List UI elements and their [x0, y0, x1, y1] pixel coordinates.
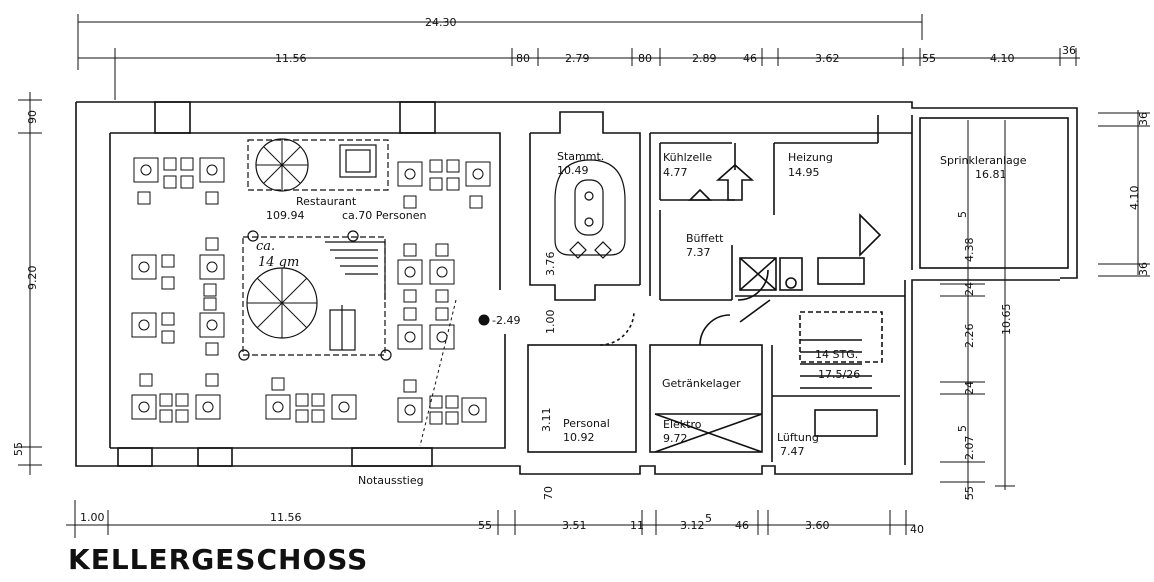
dim-right: 36: [1137, 112, 1150, 126]
room-elektro-area: 9.72: [663, 432, 688, 445]
stair-label-ratio: 17.5/26: [818, 368, 860, 381]
dim-right-inner: 5: [956, 211, 969, 218]
handwritten-note-line2: 14 qm: [258, 255, 299, 270]
room-stammt-name: Stammt.: [557, 150, 604, 163]
room-personal-name: Personal: [563, 417, 610, 430]
dim-top: 4.10: [990, 52, 1015, 65]
dim-top: 55: [922, 52, 936, 65]
dim-top: 3.62: [815, 52, 840, 65]
dimension-lines: [18, 14, 1150, 538]
room-stammt-area: 10.49: [557, 164, 589, 177]
dim-right: 36: [1137, 262, 1150, 276]
room-restaurant-area: 109.94: [266, 209, 305, 222]
dim-right-inner: 5: [956, 425, 969, 432]
dim-inner: 3.11: [540, 408, 553, 433]
room-bueffett-name: Büffett: [686, 232, 724, 245]
room-restaurant-capacity: ca.70 Personen: [342, 209, 427, 222]
dining-tables: [131, 157, 491, 425]
dim-inner: 3.76: [544, 252, 557, 277]
dim-inner: 1.00: [544, 310, 557, 335]
dim-inner: 70: [542, 486, 555, 500]
dim-top: 36: [1062, 44, 1076, 57]
dim-bottom: 3.12: [680, 519, 705, 532]
dim-top: 46: [743, 52, 757, 65]
dimension-labels: 24.30 11.56 80 2.79 80 2.89 46 3.62 55 4…: [12, 16, 1150, 536]
room-labels: Restaurant 109.94 ca.70 Personen Stammt.…: [256, 150, 1027, 487]
dim-top: 11.56: [275, 52, 307, 65]
dim-bottom: 3.51: [562, 519, 587, 532]
dim-bottom: 3.60: [805, 519, 830, 532]
stammtisch-table: [554, 159, 626, 259]
room-elektro-name: Elektro: [663, 418, 702, 431]
dim-bottom: 5: [705, 512, 712, 525]
dim-right-inner: 2.26: [963, 324, 976, 349]
room-restaurant-name: Restaurant: [296, 195, 357, 208]
restaurant-furniture: [238, 138, 392, 361]
room-kuehlzelle-name: Kühlzelle: [663, 151, 712, 164]
room-personal-area: 10.92: [563, 431, 595, 444]
dim-left: 9.20: [26, 266, 39, 291]
dim-left: 90: [26, 110, 39, 124]
dim-bottom: 11.56: [270, 511, 302, 524]
room-kuehlzelle-area: 4.77: [663, 166, 688, 179]
room-lueftung-name: Lüftung: [777, 431, 819, 444]
dim-bottom: 1.00: [80, 511, 105, 524]
dim-right: 4.10: [1128, 186, 1141, 211]
dim-bottom: 40: [910, 523, 924, 536]
dim-top: 2.89: [692, 52, 717, 65]
dim-top: 2.79: [565, 52, 590, 65]
dim-bottom: 55: [478, 519, 492, 532]
handwritten-note-line1: ca.: [256, 239, 275, 254]
room-heizung-name: Heizung: [788, 151, 833, 164]
dim-top-total: 24.30: [425, 16, 457, 29]
page-title: KELLERGESCHOSS: [68, 543, 369, 576]
room-sprinkler-area: 16.81: [975, 168, 1007, 181]
room-sprinkler-name: Sprinkleranlage: [940, 154, 1027, 167]
stair-label-steps: 14 STG.: [815, 348, 858, 361]
dim-right-inner: 4.38: [963, 238, 976, 263]
dim-left: 55: [12, 442, 25, 456]
room-getraenke-name: Getränkelager: [662, 377, 741, 390]
dim-top: 80: [638, 52, 652, 65]
dim-right-inner: 24: [963, 282, 976, 296]
dim-bottom: 11: [630, 519, 644, 532]
exit-label: Notausstieg: [358, 474, 424, 487]
dim-top: 80: [516, 52, 530, 65]
room-heizung-area: 14.95: [788, 166, 820, 179]
dim-inner: -2.49: [492, 314, 520, 327]
dim-right-inner: 55: [963, 486, 976, 500]
walls: [75, 101, 1078, 475]
dim-right: 10.65: [1000, 304, 1013, 336]
dim-right-inner: 24: [963, 381, 976, 395]
dim-right-inner: 2.07: [963, 436, 976, 461]
room-bueffett-area: 7.37: [686, 246, 711, 259]
room-lueftung-area: 7.47: [780, 445, 805, 458]
dim-bottom: 46: [735, 519, 749, 532]
